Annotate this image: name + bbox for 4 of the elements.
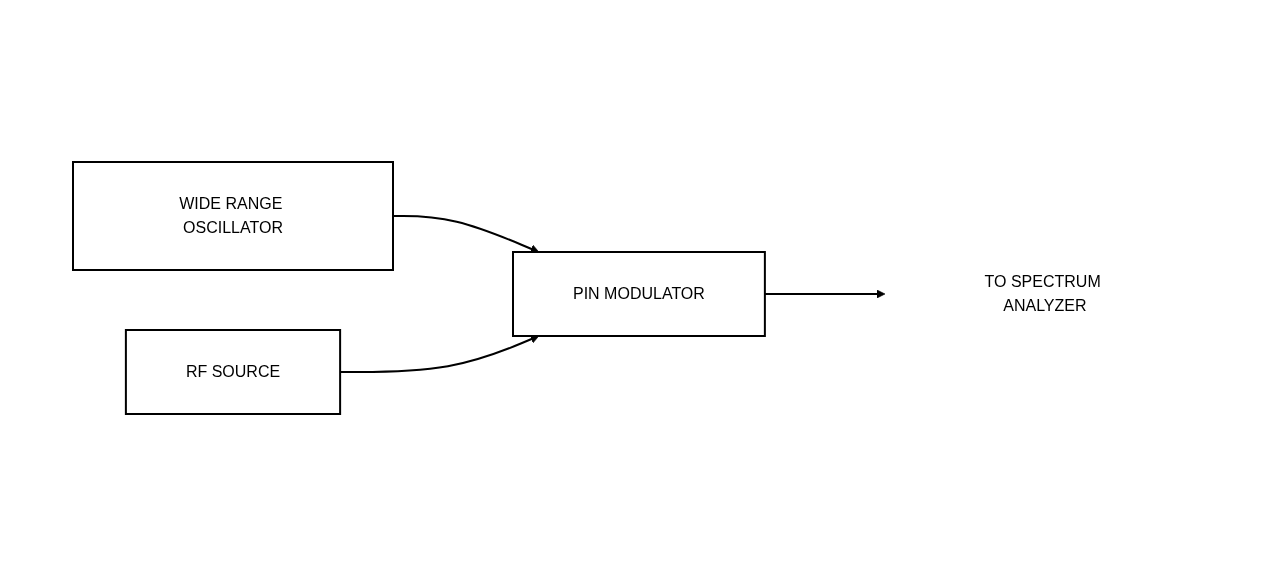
node-box: RF SOURCE bbox=[124, 329, 341, 415]
node-box: WIDE RANGE OSCILLATOR bbox=[71, 161, 394, 271]
node-text: TO SPECTRUM ANALYZER bbox=[984, 273, 1101, 314]
node-box: PIN MODULATOR bbox=[511, 251, 766, 337]
